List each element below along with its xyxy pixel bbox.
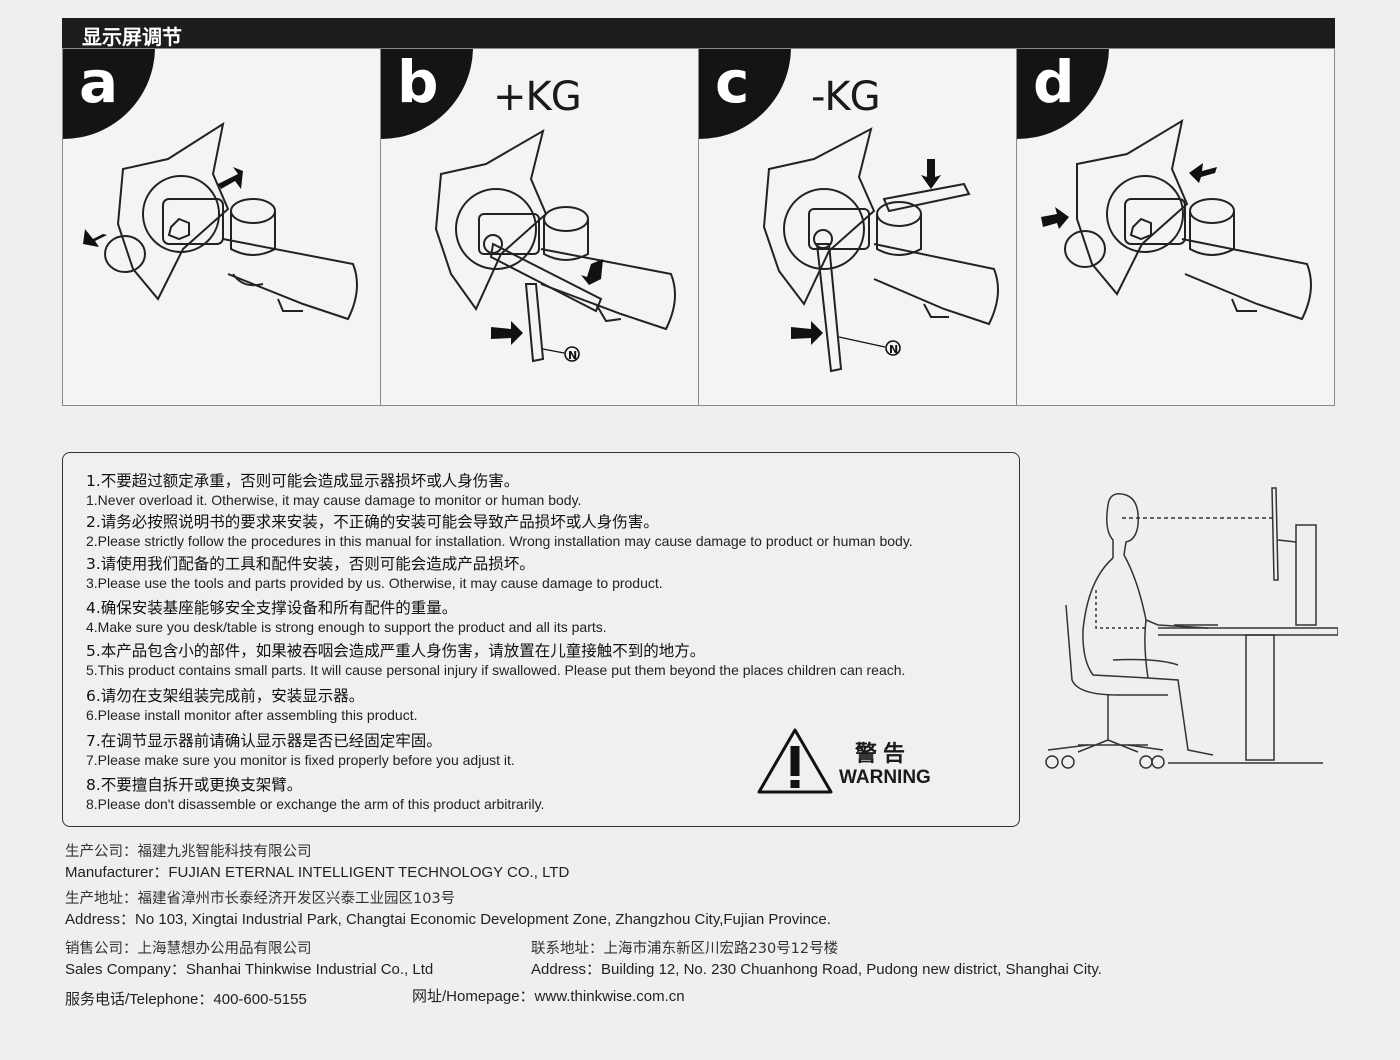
panel-letter: a xyxy=(79,49,119,116)
warning-item: 4.确保安装基座能够安全支撑设备和所有配件的重量。 4.Make sure yo… xyxy=(86,596,607,635)
panel-c: N c -KG xyxy=(699,49,1017,405)
warning-en: 8.Please don't disassemble or exchange t… xyxy=(86,796,545,812)
warning-en: 6.Please install monitor after assemblin… xyxy=(86,707,418,723)
warning-en: 2.Please strictly follow the procedures … xyxy=(86,533,913,549)
address-info: 生产地址：福建省漳州市长泰经济开发区兴泰工业园区103号 Address：No … xyxy=(65,887,831,929)
telephone: 服务电话/Telephone：400-600-5155 xyxy=(65,991,307,1008)
warning-cn: 6.请勿在支架组装完成前，安装显示器。 xyxy=(86,687,365,705)
warning-triangle-icon xyxy=(757,728,833,794)
panel-letter: c xyxy=(715,49,750,116)
safety-warnings-box: 1.不要超过额定承重，否则可能会造成显示器损坏或人身伤害。 1.Never ov… xyxy=(62,452,1020,827)
adjustment-panels: a N b +KG xyxy=(62,48,1335,406)
bracket-illustration-b: N xyxy=(434,128,676,363)
ergonomic-posture-illustration xyxy=(1045,487,1338,769)
panel-b: N b +KG xyxy=(381,49,699,405)
contact-address-info: 联系地址：上海市浦东新区川宏路230号12号楼 Address：Building… xyxy=(531,937,1102,979)
warning-item: 5.本产品包含小的部件，如果被吞咽会造成严重人身伤害，请放置在儿童接触不到的地方… xyxy=(86,639,905,678)
badge-b xyxy=(381,49,473,139)
bracket-illustration-a xyxy=(83,121,358,321)
bracket-illustration-c: N xyxy=(762,127,999,373)
badge-c xyxy=(699,49,791,139)
badge-d xyxy=(1017,49,1109,139)
warning-en: 5.This product contains small parts. It … xyxy=(86,662,906,678)
section-header: 显示屏调节 xyxy=(62,18,1335,49)
warning-label-en: WARNING xyxy=(839,767,931,788)
warning-cn: 5.本产品包含小的部件，如果被吞咽会造成严重人身伤害，请放置在儿童接触不到的地方… xyxy=(86,642,706,660)
sales-en: Sales Company：Shanhai Thinkwise Industri… xyxy=(65,961,434,978)
kg-label-minus: -KG xyxy=(811,74,881,120)
warning-cn: 1.不要超过额定承重，否则可能会造成显示器损坏或人身伤害。 xyxy=(86,472,520,490)
manufacturer-cn: 生产公司：福建九兆智能科技有限公司 xyxy=(65,844,312,860)
panel-d: d xyxy=(1017,49,1334,405)
warning-item: 8.不要擅自拆开或更换支架臂。 8.Please don't disassemb… xyxy=(86,773,544,812)
warning-cn: 7.在调节显示器前请确认显示器是否已经固定牢固。 xyxy=(86,732,442,750)
warning-item: 7.在调节显示器前请确认显示器是否已经固定牢固。 7.Please make s… xyxy=(86,729,515,768)
panel-a: a xyxy=(63,49,381,405)
contact-en: Address：Building 12, No. 230 Chuanhong R… xyxy=(531,961,1102,978)
warning-en: 1.Never overload it. Otherwise, it may c… xyxy=(86,492,582,508)
warning-item: 1.不要超过额定承重，否则可能会造成显示器损坏或人身伤害。 1.Never ov… xyxy=(86,469,581,508)
marker-n: N xyxy=(568,349,577,362)
warning-en: 7.Please make sure you monitor is fixed … xyxy=(86,752,515,768)
warning-item: 3.请使用我们配备的工具和配件安装，否则可能会造成产品损坏。 3.Please … xyxy=(86,552,663,591)
badge-a xyxy=(63,49,155,139)
panel-letter: d xyxy=(1033,49,1075,116)
manufacturer-info: 生产公司：福建九兆智能科技有限公司 Manufacturer：FUJIAN ET… xyxy=(65,840,569,882)
sales-cn: 销售公司：上海慧想办公用品有限公司 xyxy=(65,941,312,957)
kg-label-plus: +KG xyxy=(493,74,582,120)
panel-letter: b xyxy=(397,49,439,116)
address-cn: 生产地址：福建省漳州市长泰经济开发区兴泰工业园区103号 xyxy=(65,891,456,907)
sales-info: 销售公司：上海慧想办公用品有限公司 Sales Company：Shanhai … xyxy=(65,937,433,979)
warning-label-cn: 警告 xyxy=(855,742,912,767)
warning-cn: 4.确保安装基座能够安全支撑设备和所有配件的重量。 xyxy=(86,599,458,617)
warning-cn: 3.请使用我们配备的工具和配件安装，否则可能会造成产品损坏。 xyxy=(86,555,535,573)
section-title: 显示屏调节 xyxy=(82,25,182,49)
warning-item: 6.请勿在支架组装完成前，安装显示器。 6.Please install mon… xyxy=(86,684,418,723)
bracket-illustration-d xyxy=(1041,118,1312,321)
warning-item: 2.请务必按照说明书的要求来安装，不正确的安装可能会导致产品损坏或人身伤害。 2… xyxy=(86,510,913,549)
manufacturer-en: Manufacturer：FUJIAN ETERNAL INTELLIGENT … xyxy=(65,864,570,881)
warning-en: 4.Make sure you desk/table is strong eno… xyxy=(86,619,607,635)
warning-cn: 8.不要擅自拆开或更换支架臂。 xyxy=(86,776,303,794)
warning-cn: 2.请务必按照说明书的要求来安装，不正确的安装可能会导致产品损坏或人身伤害。 xyxy=(86,513,659,531)
warning-en: 3.Please use the tools and parts provide… xyxy=(86,575,663,591)
homepage-link[interactable]: 网址/Homepage：www.thinkwise.com.cn xyxy=(412,988,685,1005)
contact-cn: 联系地址：上海市浦东新区川宏路230号12号楼 xyxy=(531,941,839,957)
marker-n: N xyxy=(889,343,898,356)
address-en: Address：No 103, Xingtai Industrial Park,… xyxy=(65,911,831,928)
